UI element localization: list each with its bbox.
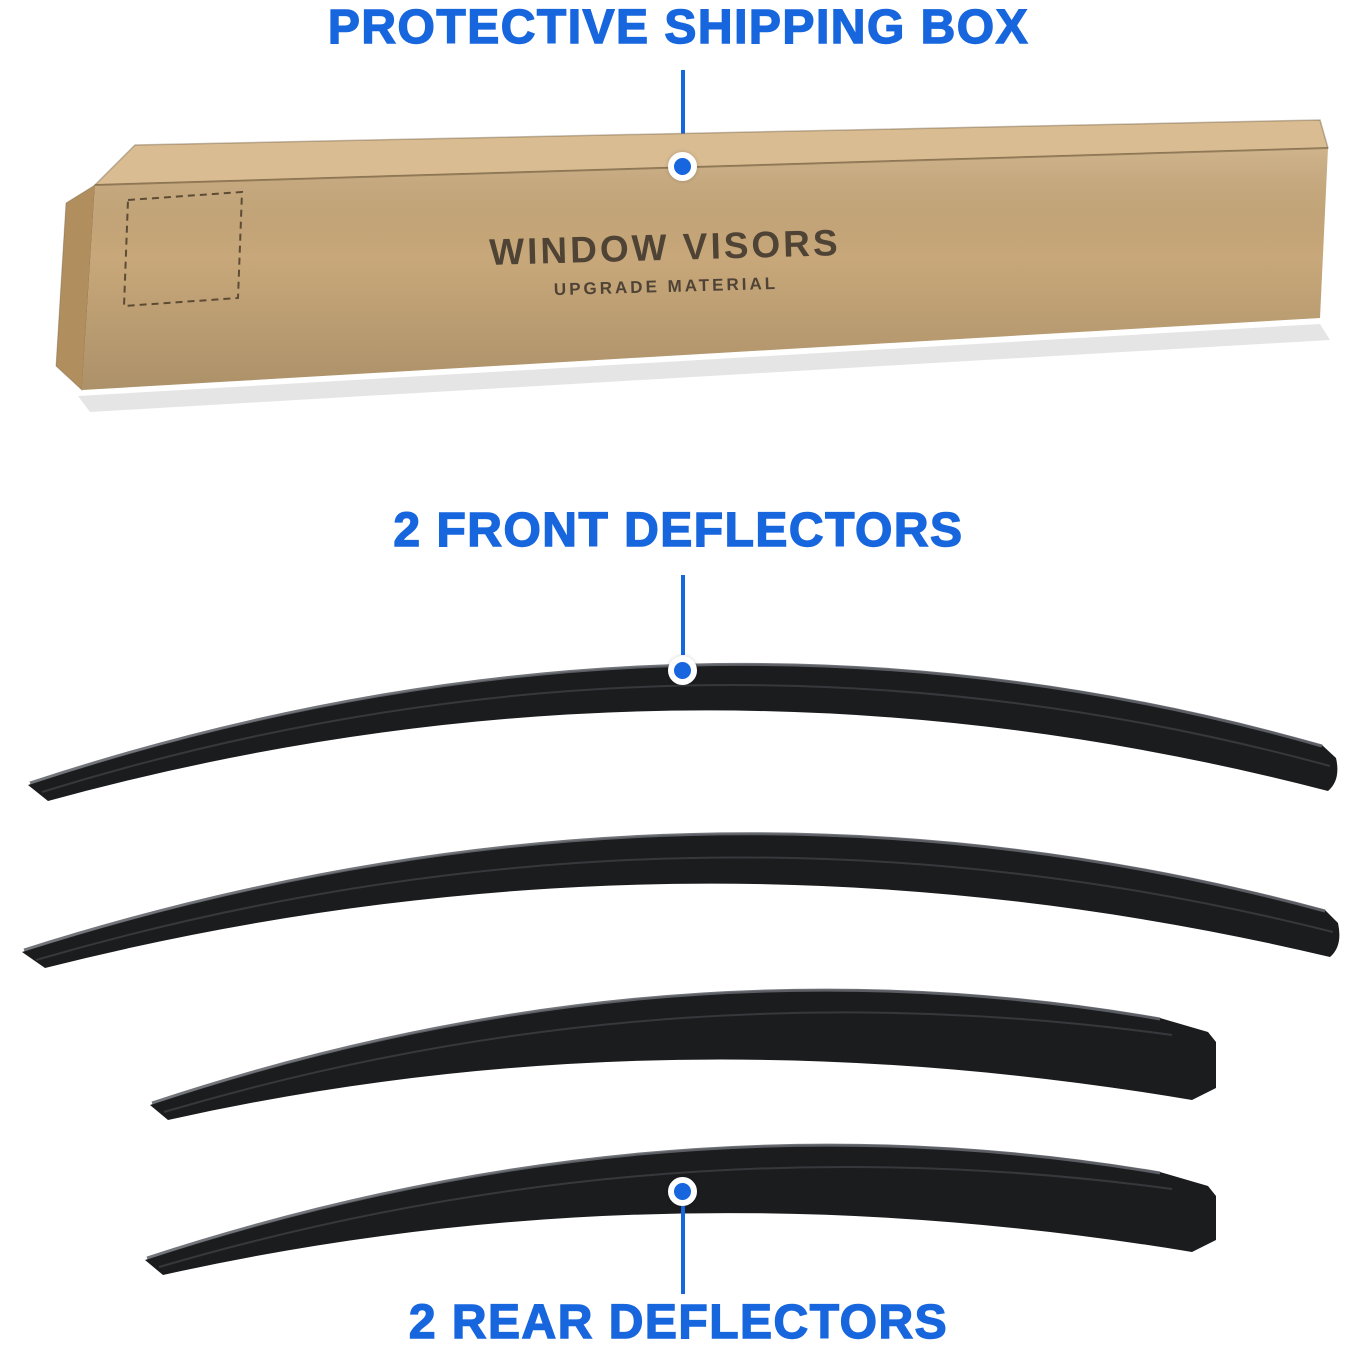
callout-dot-rear	[668, 1177, 697, 1206]
shipping-box-image: WINDOW VISORS UPGRADE MATERIAL	[55, 119, 1330, 412]
rear-deflector-1	[150, 989, 1216, 1120]
rear-deflector-2-ridge	[158, 1166, 1173, 1268]
box-front-top-edge	[94, 147, 1329, 186]
rear-deflector-1-edge	[151, 988, 1161, 1105]
box-label-area	[122, 190, 244, 308]
front-deflector-2	[22, 833, 1340, 968]
front-deflector-1-ridge	[41, 684, 1331, 793]
label-protective-shipping-box: PROTECTIVE SHIPPING BOX	[327, 1, 1030, 55]
label-rear-deflectors: 2 REAR DEFLECTORS	[408, 1296, 949, 1350]
front-deflector-2-ridge	[35, 856, 1334, 961]
front-deflector-2-edge	[23, 832, 1326, 952]
callout-dot-box	[668, 152, 697, 181]
box-title-text: WINDOW VISORS	[489, 222, 841, 273]
callout-dot-front	[668, 656, 697, 685]
rear-deflector-2-edge	[146, 1143, 1161, 1260]
label-front-deflectors: 2 FRONT DEFLECTORS	[393, 504, 964, 558]
callout-line-front	[681, 575, 685, 655]
front-deflector-1	[28, 664, 1338, 801]
callout-line-box	[681, 70, 685, 150]
rear-deflector-2	[145, 1144, 1216, 1275]
box-shadow	[78, 324, 1330, 412]
box-front-shading	[82, 148, 1328, 390]
window-visors-image	[22, 662, 1340, 1275]
callout-line-rear	[681, 1206, 685, 1294]
rear-deflector-1-ridge	[163, 1011, 1173, 1113]
